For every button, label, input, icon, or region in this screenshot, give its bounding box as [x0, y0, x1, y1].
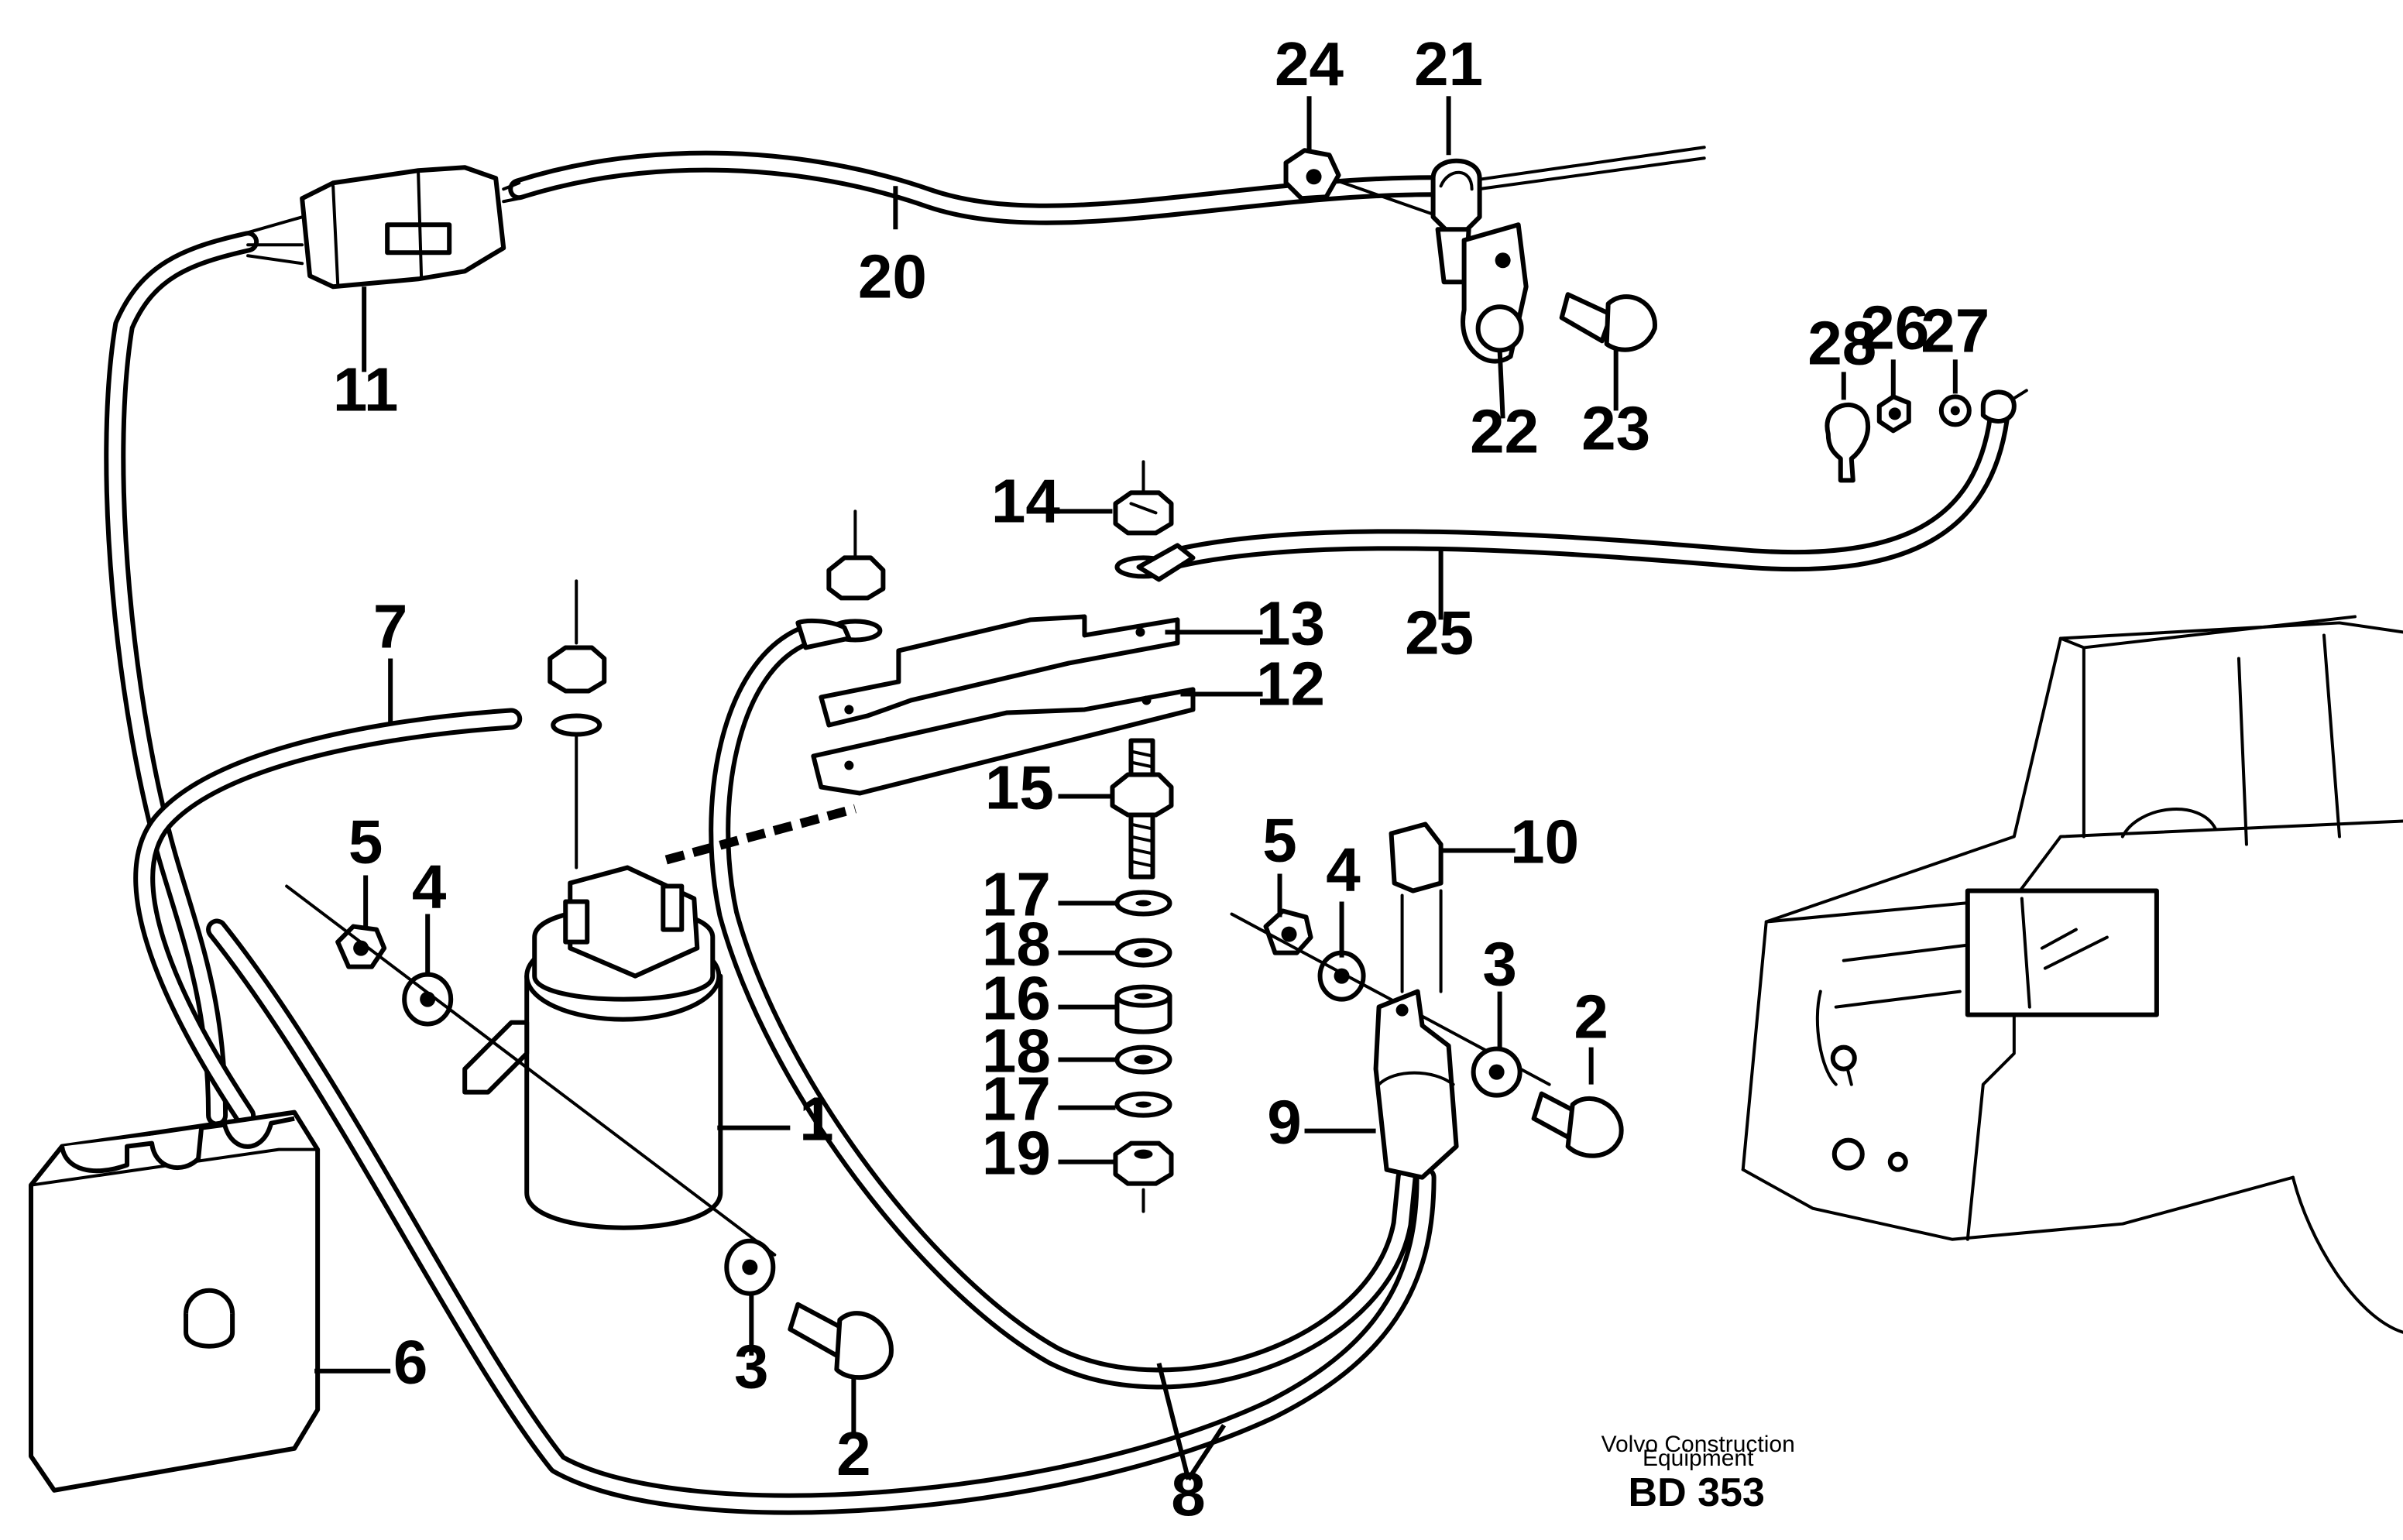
- bolt-2-left: [788, 1302, 894, 1380]
- controller-6: [29, 1110, 321, 1493]
- bolt-axis-left: [285, 884, 777, 1257]
- callout-6: 6: [393, 1328, 428, 1397]
- dashed-ground-line: [664, 804, 856, 865]
- callout-27: 27: [1921, 296, 1989, 365]
- callout-20: 20: [858, 242, 927, 310]
- callout-4-right: 4: [1326, 835, 1361, 904]
- callout-18-bottom: 18: [982, 1017, 1051, 1086]
- washer-3-right: [1471, 1046, 1522, 1098]
- callout-5-left: 5: [348, 808, 383, 876]
- callout-2-left: 2: [836, 1419, 871, 1488]
- strip-13: [819, 614, 1180, 728]
- relay-1: [462, 579, 723, 1230]
- fuse-10: [1389, 821, 1444, 993]
- callout-14: 14: [991, 466, 1061, 535]
- lug-cable-25: [1136, 543, 1196, 582]
- cable-8: [206, 624, 1437, 1515]
- cable-20: [508, 146, 1706, 225]
- callout-26: 26: [1860, 293, 1929, 362]
- bolt-23: [1559, 292, 1657, 352]
- callout-23: 23: [1581, 393, 1650, 462]
- machine-outline: [1741, 615, 2403, 1334]
- publisher-caption-line2: Equipment: [1643, 1446, 1754, 1471]
- callouts: 24 21 20 11 22 23 28 26 27 14 25 13 12 7…: [333, 29, 1989, 1528]
- terminal-parts-26-28: [1825, 389, 2017, 483]
- callout-18-top: 18: [982, 910, 1051, 979]
- washer-stack: [1113, 890, 1174, 1213]
- callout-12: 12: [1256, 649, 1325, 718]
- drawing-code: BD 353: [1629, 1470, 1765, 1515]
- nut-24: [1283, 148, 1341, 201]
- callout-13: 13: [1256, 588, 1325, 657]
- washer-4-right: [1317, 950, 1366, 1002]
- callout-4-left: 4: [412, 852, 447, 921]
- callout-3-left: 3: [734, 1332, 769, 1401]
- cable-group: [104, 146, 2028, 1515]
- publisher-caption-line1: Volvo Construction: [1601, 1432, 1795, 1457]
- strip-12: [811, 687, 1196, 796]
- lug-cable-8: [795, 618, 852, 650]
- connector-11: [246, 165, 521, 290]
- callout-10: 10: [1510, 808, 1579, 876]
- cable-7: [133, 708, 523, 1127]
- callout-8: 8: [1171, 1459, 1206, 1528]
- detail-inset: [1965, 888, 2159, 1017]
- callout-16: 16: [982, 964, 1051, 1033]
- callout-3-right: 3: [1482, 930, 1517, 999]
- clamp-21: [1430, 158, 1482, 285]
- leader-lines: [314, 96, 1958, 1481]
- callout-5-right: 5: [1262, 806, 1297, 875]
- stud-15: [1110, 738, 1174, 880]
- callout-7: 7: [373, 592, 408, 660]
- callout-17-bottom: 17: [982, 1065, 1051, 1134]
- cable-11-to-6: [104, 231, 259, 1127]
- callout-22: 22: [1470, 396, 1539, 465]
- clamp-22: [1461, 222, 1529, 364]
- callout-19: 19: [982, 1119, 1051, 1188]
- callout-1: 1: [799, 1085, 834, 1154]
- callout-9: 9: [1267, 1088, 1302, 1157]
- callout-28: 28: [1807, 308, 1876, 377]
- fuse-holder-9: [1373, 989, 1459, 1180]
- footer: Volvo Construction Equipment BD 353: [1601, 1432, 1795, 1515]
- callout-2-right: 2: [1574, 983, 1608, 1051]
- bolt-2-right: [1531, 1091, 1624, 1158]
- callout-24: 24: [1275, 29, 1344, 98]
- callout-11: 11: [333, 355, 399, 424]
- callout-25: 25: [1405, 598, 1474, 667]
- callout-15: 15: [985, 753, 1054, 822]
- nut-5-right: [1263, 908, 1313, 955]
- nut-5-left: [335, 924, 387, 969]
- callout-21: 21: [1414, 29, 1483, 98]
- strip-nut-left: [826, 509, 886, 643]
- callout-17-top: 17: [982, 860, 1051, 929]
- washer-3-left: [724, 1238, 776, 1296]
